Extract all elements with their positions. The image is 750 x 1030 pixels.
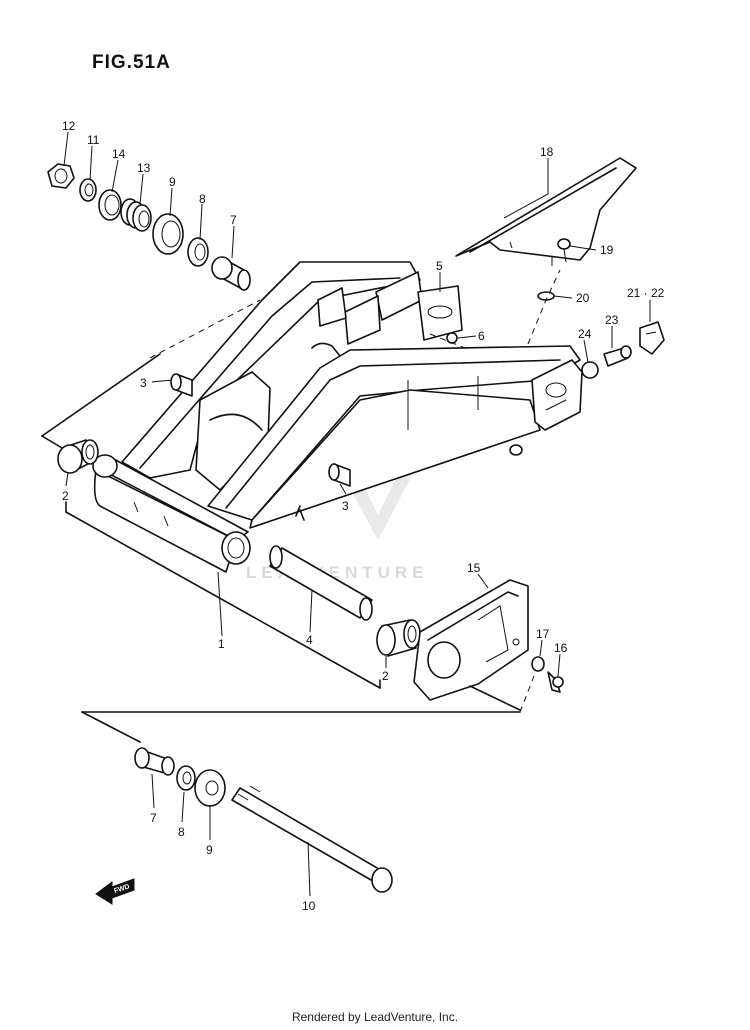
callout-9-lower: 9 [206,843,213,857]
washer-8-lower [176,765,196,791]
bushing-3-upper [170,373,193,397]
figure-title: FIG.51A [92,52,171,73]
bolt-19 [557,238,571,263]
callout-18: 18 [540,145,554,159]
bearing-9 [152,213,184,255]
callout-21-22: 21 · 22 [627,286,665,300]
fwd-label: FWD [113,883,130,895]
callout-2-left: 2 [62,489,69,503]
bearing-2-right [376,619,421,657]
collar-7 [211,256,251,291]
callout-labels: 12 11 14 13 9 8 7 18 19 5 6 20 21 · 22 2… [62,119,665,913]
chain-guide-15 [413,579,529,701]
callout-11: 11 [87,133,100,147]
washer-9-lower [194,769,226,807]
bolt-23 [603,345,632,367]
callout-7-upper: 7 [230,213,237,227]
callout-23: 23 [605,313,619,327]
pipe-4 [269,545,373,621]
callout-10: 10 [302,899,316,913]
washer-20 [537,291,555,301]
callout-3-upper: 3 [140,376,147,390]
footer-credit: Rendered by LeadVenture, Inc. [291,1010,459,1024]
callout-17: 17 [536,627,550,641]
callout-24: 24 [578,327,592,341]
spring-13 [120,198,152,232]
assembly-lines [41,269,561,743]
callout-12: 12 [62,119,76,133]
bolt-6 [446,332,458,344]
nut-12 [47,163,75,189]
callout-14: 14 [112,147,126,161]
bearing-2-left [57,439,99,474]
swingarm-1 [92,261,583,573]
callout-15: 15 [467,561,481,575]
chain-case-18 [455,157,637,266]
callout-2-right: 2 [382,669,389,683]
callout-16: 16 [554,641,568,655]
callout-4: 4 [306,633,313,647]
spacer-17 [531,656,545,672]
callout-5: 5 [436,259,443,273]
callout-7-lower: 7 [150,811,157,825]
callout-20: 20 [576,291,590,305]
callout-19: 19 [600,243,614,257]
nut-24 [581,361,599,379]
upper-hardware-stack [47,163,251,291]
collar-7-lower [134,747,175,776]
callout-9-upper: 9 [169,175,176,189]
washer-11 [79,178,97,202]
callout-3-lower: 3 [342,499,349,513]
callout-1: 1 [218,637,225,651]
callout-8-upper: 8 [199,192,206,206]
bushing-3-lower [328,463,351,487]
axle-10 [231,785,393,893]
plate-5 [417,285,463,341]
bolt-16 [547,671,564,693]
washer-8 [187,237,209,267]
fwd-arrow-icon: FWD [95,878,135,905]
callout-8-lower: 8 [178,825,185,839]
callout-6: 6 [478,329,485,343]
seal-14 [98,189,122,221]
bracket-21-22 [639,321,665,355]
callout-13: 13 [137,161,151,175]
leader-lines [63,131,651,897]
